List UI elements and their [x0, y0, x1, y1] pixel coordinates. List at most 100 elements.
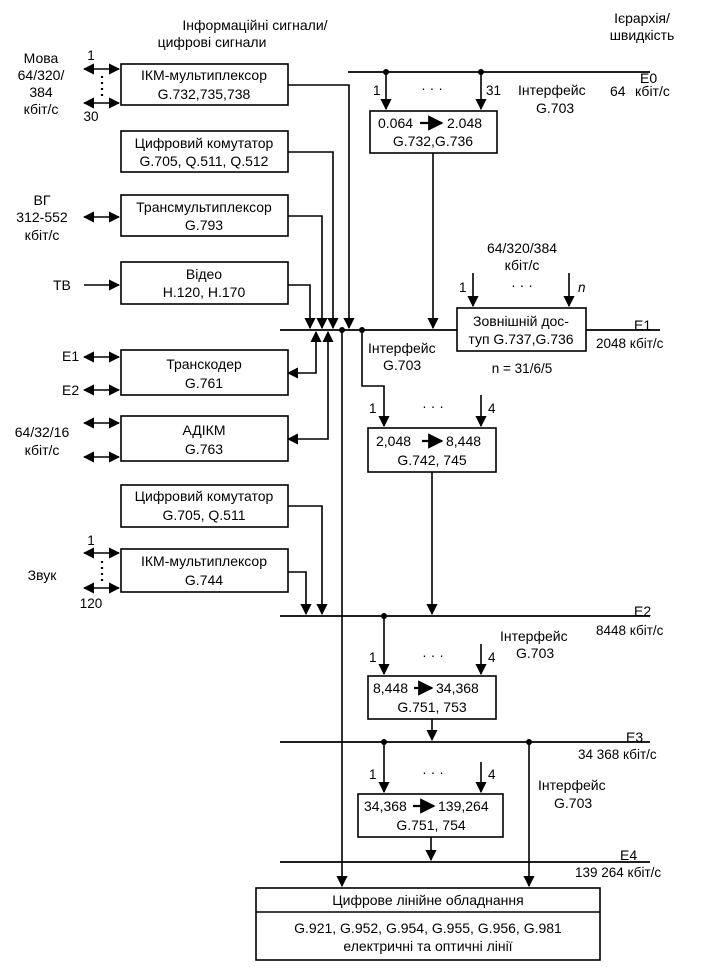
interface-e1-std: G.703: [383, 357, 421, 373]
ext-access-rate-unit: кбіт/с: [505, 257, 540, 273]
line-equipment-box: [255, 887, 601, 961]
hierarchy-header: Ієрархія/: [614, 10, 670, 26]
converter-2048-from: 2,048: [376, 433, 411, 449]
speed-header: швидкість: [610, 27, 675, 43]
vg-rate-unit: кбіт/с: [25, 227, 60, 243]
pcm-sound-to-e2: [288, 571, 312, 616]
converter-8448-to: 34,368: [436, 680, 479, 696]
e0-input-dots: · · ·: [421, 80, 443, 96]
speech-rate-2: 384: [29, 84, 53, 100]
conv2-input-dots: · · ·: [422, 647, 444, 663]
sound-channel-last: 120: [80, 596, 103, 611]
level-e4-rate: 139 264 кбіт/с: [575, 865, 661, 880]
digital-switch-1-title: Цифровий комутатор: [135, 135, 274, 151]
digital-switch-1-std: G.705, Q.511, Q.512: [140, 153, 269, 169]
level-e4-label: E4: [620, 847, 637, 863]
conv3-input-dots: · · ·: [422, 764, 444, 780]
vg-label: ВГ: [34, 192, 51, 208]
transmux-title: Трансмультиплексор: [136, 199, 272, 215]
transcoder-std: G.761: [185, 375, 223, 391]
level-e3-label: E3: [626, 729, 643, 745]
ext-access-rate: 64/320/384: [487, 240, 557, 256]
speech-rate-unit: кбіт/с: [24, 101, 59, 117]
conv2-input-last: 4: [488, 650, 496, 665]
info-signals-header: Інформаційні сигнали/: [182, 17, 327, 33]
line-equipment-title: Цифрове лінійне обладнання: [332, 892, 523, 908]
adpcm-rate-unit: кбіт/с: [25, 442, 60, 458]
video-box: [120, 261, 289, 305]
converter-34368-to: 139,264: [438, 798, 489, 814]
pcm-sound-box: [120, 548, 289, 593]
tv-label: ТВ: [53, 277, 71, 293]
converter-0064-to: 2.048: [447, 115, 482, 131]
external-access-title: Зовнішній дос-: [473, 313, 569, 329]
converter-0064-from: 0.064: [378, 115, 413, 131]
external-access-box: [456, 307, 587, 352]
level-e3-rate: 34 368 кбіт/с: [578, 747, 657, 762]
vg-rate: 312-552: [16, 209, 68, 225]
converter-2048-std: G.742, 745: [397, 452, 466, 468]
converter-8448-std: G.751, 753: [397, 699, 466, 715]
line-equipment-standards: G.921, G.952, G.954, G.955, G.956, G.981: [294, 920, 562, 936]
digital-switch-box-1: [120, 130, 289, 173]
pcm-mux-to-e1: [288, 84, 355, 330]
switch1-to-e1: [288, 151, 339, 330]
digital-signals-header: цифрові сигнали: [158, 34, 267, 50]
external-access-std: туп G.737,G.736: [468, 331, 573, 347]
ext-input-dots: · · ·: [511, 277, 533, 293]
line-equipment-media: електричні та оптичні лінії: [343, 938, 512, 954]
interface-e2-label: Інтерфейс: [500, 628, 568, 644]
digital-switch-2-std: G.705, Q.511: [162, 507, 245, 523]
level-e2-rate: 8448 кбіт/с: [596, 623, 664, 638]
converter-2048-to: 8,448: [446, 433, 481, 449]
conv2-input-first: 1: [369, 650, 377, 665]
e0-input-last: 31: [486, 83, 501, 98]
level-e0-rate: 64: [610, 83, 626, 99]
conv3-input-first: 1: [369, 767, 377, 782]
video-std: H.120, H.170: [163, 284, 246, 300]
sound-channel-first: 1: [87, 533, 95, 548]
pcm-sound-title: ІКМ-мультиплексор: [141, 553, 267, 569]
interface-e1-label: Інтерфейс: [368, 340, 436, 356]
conv1-input-last: 4: [488, 401, 496, 416]
digital-switch-2-title: Цифровий комутатор: [135, 488, 274, 504]
transmux-std: G.793: [185, 217, 223, 233]
conv1-input-first: 1: [369, 401, 377, 416]
transmux-to-e1: [288, 215, 328, 330]
converter-0064-std: G.732,G.736: [393, 133, 473, 149]
level-e0-unit: кбіт/с: [635, 83, 670, 99]
e2-input-label: E2: [62, 382, 79, 398]
level-e1-label: E1: [634, 317, 651, 333]
conv3-input-last: 4: [488, 767, 496, 782]
speech-channel-first: 1: [87, 48, 95, 63]
ext-input-first: 1: [459, 280, 467, 295]
adpcm-title: АДІКМ: [183, 422, 226, 438]
digital-switch-box-2: [120, 484, 289, 528]
interface-e2-std: G.703: [516, 645, 554, 661]
transcoder-title: Транскодер: [166, 356, 242, 372]
switch2-to-e2: [288, 505, 328, 616]
level-e0-label: E0: [640, 70, 657, 86]
e1-to-converter-2048: [361, 330, 390, 428]
interface-e3-std: G.703: [554, 795, 592, 811]
level-e1-rate: 2048 кбіт/с: [596, 336, 664, 351]
sound-label: Звук: [28, 567, 58, 583]
pcm-sound-std: G.744: [185, 572, 223, 588]
transcoder-box: [120, 349, 289, 396]
interface-e0-std: G.703: [536, 100, 574, 116]
e1-input-label: E1: [62, 348, 79, 364]
adpcm-e1-link: [286, 330, 334, 445]
pcm-mux-title: ІКМ-мультиплексор: [141, 67, 267, 83]
adpcm-std: G.763: [185, 441, 223, 457]
level-e2-label: E2: [634, 603, 651, 619]
adpcm-rate: 64/32/16: [15, 424, 70, 440]
transmux-box: [120, 194, 289, 237]
transcoder-e1-link: [286, 330, 322, 379]
adpcm-box: [120, 415, 289, 462]
speech-label: Мова: [24, 50, 59, 66]
converter-34368-std: G.751, 754: [396, 817, 465, 833]
e0-input-first: 1: [373, 83, 381, 98]
speech-rate-1: 64/320/: [18, 67, 65, 83]
ext-input-last: n: [578, 280, 586, 295]
